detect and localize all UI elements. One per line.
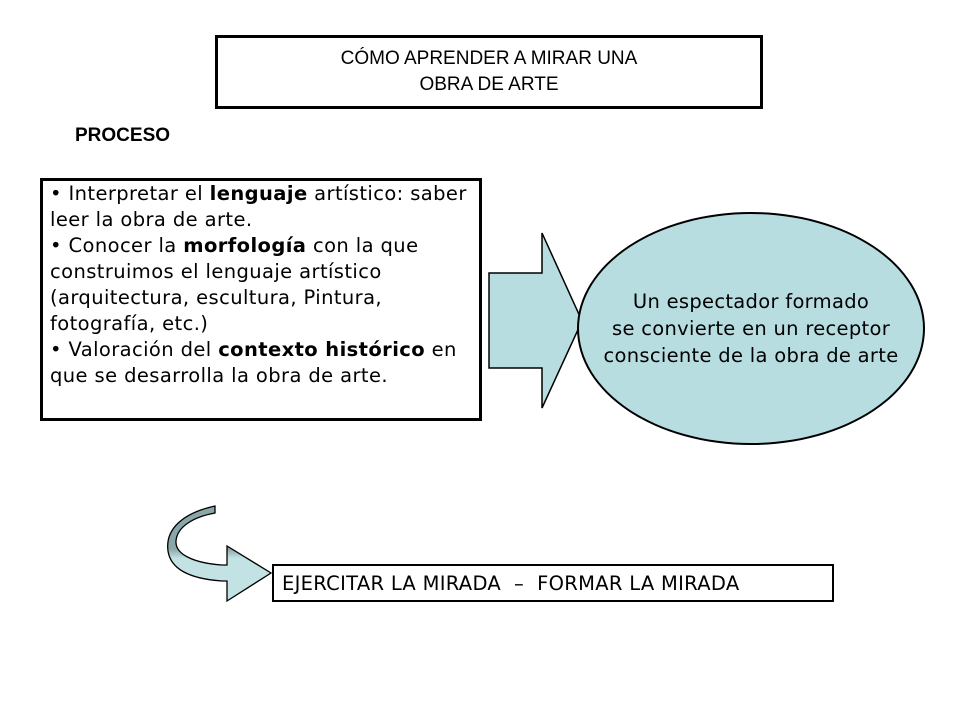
bullet: • — [50, 338, 62, 361]
title-line-1: CÓMO APRENDER A MIRAR UNA — [340, 48, 638, 70]
process-item: • Conocer la morfología con la que const… — [50, 234, 419, 335]
title-box: CÓMO APRENDER A MIRAR UNA OBRA DE ARTE — [215, 35, 763, 109]
curved-right-arrow-icon — [167, 505, 273, 603]
process-item: • Valoración del contexto histórico en q… — [50, 338, 457, 387]
result-line-1: Un espectador formado — [632, 290, 870, 313]
keyword-lenguaje: lenguaje — [209, 182, 308, 205]
right-block-arrow-icon — [488, 232, 583, 409]
bullet: • — [50, 182, 62, 205]
process-list: • Interpretar el lenguaje artístico: sab… — [50, 181, 475, 389]
process-box — [40, 178, 482, 421]
result-line-3: consciente de la obra de arte — [603, 344, 899, 367]
action-box: EJERCITAR LA MIRADA – FORMAR LA MIRADA — [272, 564, 834, 602]
bullet: • — [50, 234, 62, 257]
keyword-morfologia: morfología — [183, 234, 307, 257]
title-line-2: OBRA DE ARTE — [419, 74, 559, 95]
section-label: PROCESO — [75, 125, 171, 146]
process-item: • Interpretar el lenguaje artístico: sab… — [50, 182, 467, 231]
keyword-contexto-historico: contexto histórico — [218, 338, 426, 361]
result-line-2: se convierte en un receptor — [611, 317, 891, 340]
result-ellipse: Un espectador formado se convierte en un… — [577, 212, 925, 445]
action-text: EJERCITAR LA MIRADA – FORMAR LA MIRADA — [282, 571, 740, 595]
